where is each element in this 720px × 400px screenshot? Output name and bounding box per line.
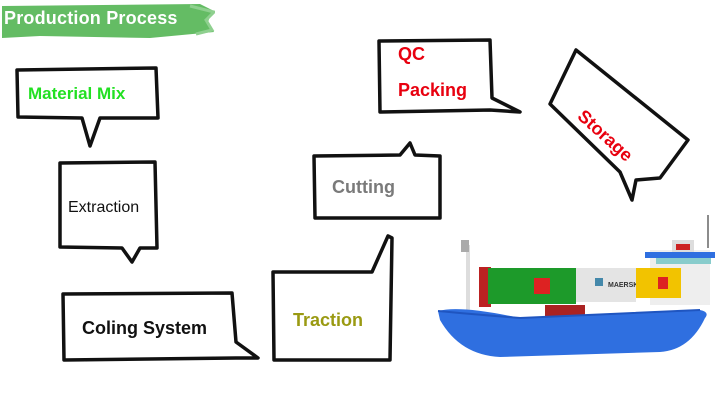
step-coling-system: Coling System [82,318,208,338]
step-qc: QC [398,44,425,64]
bubble-storage [548,48,690,202]
maersk-logo-text: MAERSK [608,282,638,289]
step-packing: Packing [398,80,468,100]
step-extraction: Extraction [68,199,140,216]
bubble-traction [271,234,394,362]
step-cutting: Cutting [332,177,395,197]
bubble-qc-packing [377,38,522,114]
bubble-extraction [58,160,159,264]
bubble-coling-system [61,291,260,362]
step-material-mix: Material Mix [28,84,126,103]
bubble-cutting [312,141,442,220]
bubble-material-mix [15,66,160,148]
step-traction: Traction [293,310,364,330]
title-banner [2,4,215,38]
page-title: Production Process [4,8,178,28]
